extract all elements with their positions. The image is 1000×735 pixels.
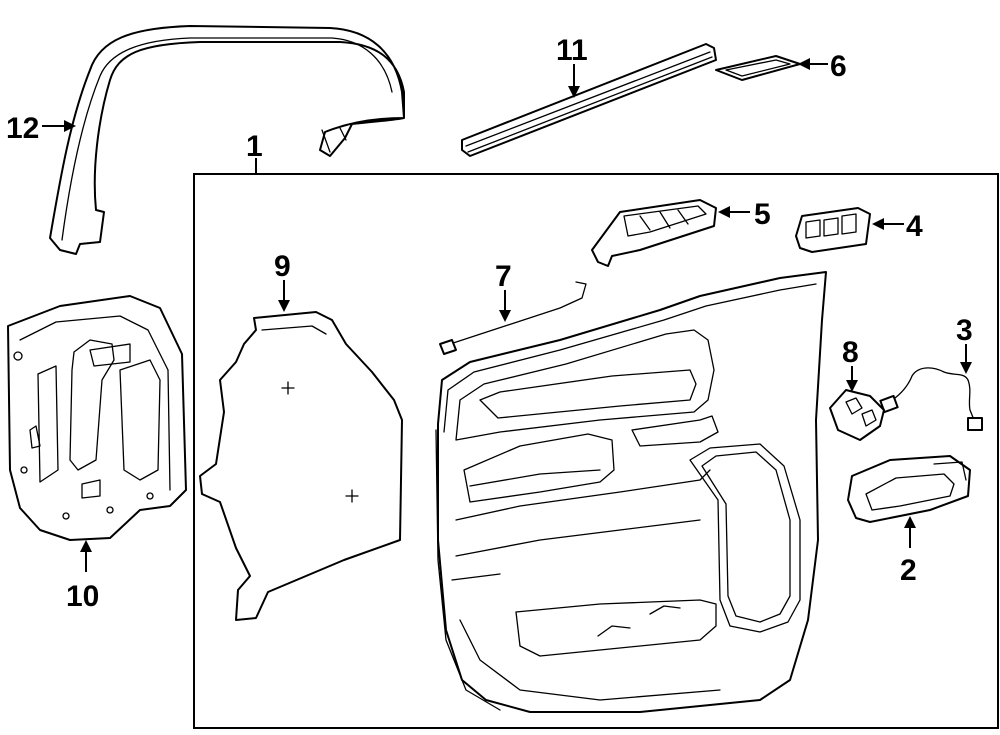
part-12-upper-frame-trim (49, 25, 405, 255)
callout-5: 5 (754, 198, 771, 231)
part-8-switch (829, 389, 885, 441)
part-11-belt-molding (461, 43, 717, 157)
leader-8 (846, 366, 858, 392)
leader-6 (798, 58, 828, 70)
leader-3 (960, 344, 972, 374)
leader-4 (872, 218, 904, 230)
leader-10 (80, 540, 92, 572)
part-4-window-switch (795, 207, 871, 253)
part-7-rod (439, 281, 587, 355)
callout-8: 8 (842, 336, 859, 369)
callout-2: 2 (900, 554, 917, 587)
callout-4: 4 (906, 210, 923, 243)
leader-5 (718, 206, 750, 218)
callout-7: 7 (495, 260, 512, 293)
part-5-switch-bezel (591, 199, 717, 267)
part-10-door-module (7, 295, 187, 541)
leader-9 (278, 280, 290, 312)
part-9-water-deflector (199, 311, 403, 621)
callout-6: 6 (830, 50, 847, 83)
callout-12: 12 (6, 112, 39, 145)
part-3-wire-harness (879, 367, 983, 431)
part-2-inside-handle (847, 455, 971, 523)
leader-2 (904, 516, 916, 548)
leader-11 (568, 64, 580, 98)
leader-12 (42, 120, 76, 132)
assembly-frame (193, 173, 999, 729)
leader-7 (499, 290, 511, 322)
part-1-door-trim-panel (435, 271, 827, 713)
callout-3: 3 (956, 314, 973, 347)
callout-10: 10 (66, 580, 99, 613)
part-6-pad (715, 55, 801, 81)
callout-1: 1 (246, 130, 263, 163)
callout-9: 9 (274, 250, 291, 283)
callout-11: 11 (556, 34, 588, 67)
